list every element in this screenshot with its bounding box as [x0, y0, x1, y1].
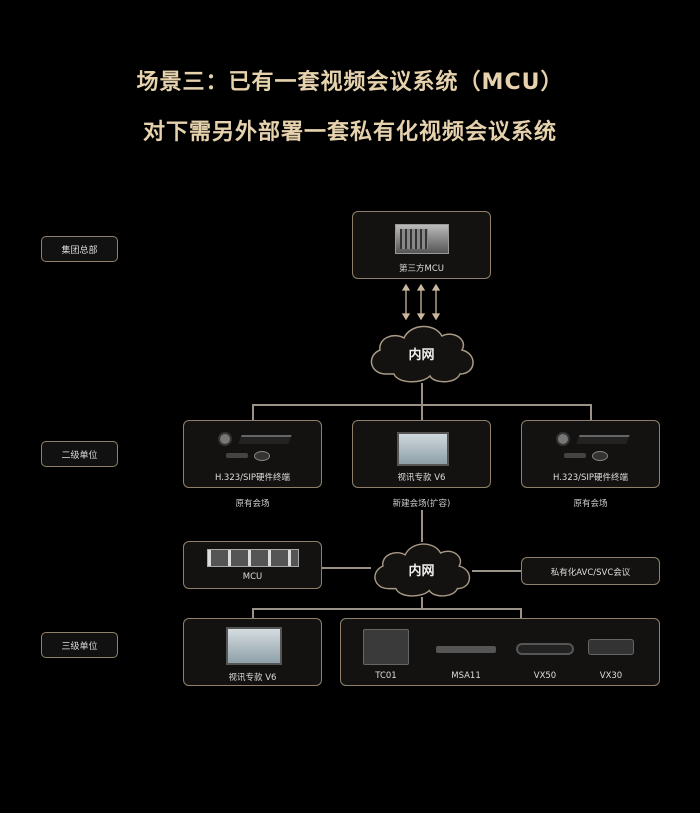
- caption-existing-2: 原有会场: [573, 499, 608, 509]
- cloud-icon: [370, 325, 474, 383]
- v6-screen-icon: [226, 627, 282, 665]
- cloud-label: 内网: [408, 564, 435, 579]
- third-party-mcu-node: 第三方MCU: [352, 211, 491, 279]
- devices-group-node: TC01 MSA11 VX50 VX30: [340, 618, 660, 686]
- device-label: H.323/SIP硬件终端: [214, 473, 291, 483]
- title-line-1: 场景三：已有一套视频会议系统（MCU）: [136, 70, 564, 95]
- intranet-cloud-1: 内网: [364, 320, 479, 384]
- device-label: VX50: [533, 671, 557, 681]
- level-label-hq: 集团总部: [41, 236, 118, 262]
- device-label: 视讯专款 V6: [228, 673, 277, 683]
- device-label: MSA11: [451, 671, 481, 681]
- v6-node-level3: 视讯专款 V6: [183, 618, 322, 686]
- level-label-3: 三级单位: [41, 632, 118, 658]
- v6-screen-icon: [397, 432, 449, 466]
- hardware-terminal-icon: [218, 429, 294, 467]
- title-line-2: 对下需另外部署一套私有化视频会议系统: [142, 120, 557, 145]
- msa11-icon: [436, 646, 496, 653]
- level-label-2: 二级单位: [41, 441, 118, 467]
- hardware-terminal-icon: [556, 429, 632, 467]
- device-label: H.323/SIP硬件终端: [552, 473, 629, 483]
- caption-existing-1: 原有会场: [235, 499, 270, 509]
- mcu-chassis-icon: [395, 224, 449, 254]
- h323-terminal-node-1: H.323/SIP硬件终端: [183, 420, 322, 488]
- rack-server-icon: [207, 549, 299, 567]
- vx50-icon: [516, 643, 574, 655]
- vx30-icon: [588, 639, 634, 655]
- device-label: 视讯专款 V6: [397, 473, 446, 483]
- mcu-node: MCU: [183, 541, 322, 589]
- caption-new-venue: 新建会场(扩容): [392, 499, 451, 509]
- private-conference-label: 私有化AVC/SVC会议: [550, 568, 631, 578]
- bidirectional-arrows-icon: [401, 284, 441, 320]
- mcu-label: MCU: [242, 572, 263, 582]
- device-label: TC01: [375, 671, 397, 681]
- intranet-cloud-2: 内网: [368, 538, 475, 598]
- cloud-label: 内网: [408, 348, 435, 363]
- tc01-icon: [363, 629, 409, 665]
- h323-terminal-node-2: H.323/SIP硬件终端: [521, 420, 660, 488]
- private-conference-node: 私有化AVC/SVC会议: [521, 557, 660, 585]
- v6-node: 视讯专款 V6: [352, 420, 491, 488]
- hq-device-label: 第三方MCU: [399, 264, 444, 274]
- device-label: VX30: [599, 671, 623, 681]
- cloud-icon: [374, 543, 471, 597]
